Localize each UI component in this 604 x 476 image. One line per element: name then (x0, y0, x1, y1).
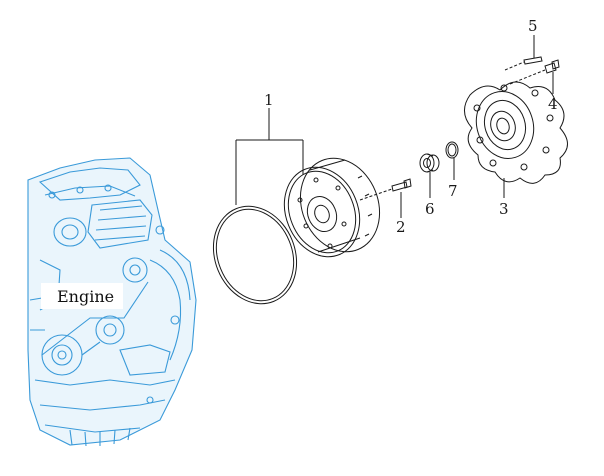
callout-3: 3 (499, 200, 509, 218)
callout-7: 7 (448, 182, 458, 200)
callout-6: 6 (425, 200, 435, 218)
flywheel (283, 157, 381, 258)
seal-ring (212, 205, 298, 305)
pilot-bearing (419, 153, 440, 198)
callout-1-leader (235, 108, 304, 205)
snap-ring (445, 141, 459, 180)
dowel-pin (504, 35, 543, 71)
engine-label-box: Engine (41, 283, 123, 309)
damper-plate (464, 81, 568, 198)
callout-4: 4 (548, 95, 558, 113)
damper-bolt (509, 59, 560, 94)
callout-2: 2 (396, 218, 406, 236)
callout-5: 5 (528, 17, 538, 35)
engine-label: Engine (57, 287, 114, 306)
flywheel-bolt (359, 178, 412, 218)
callout-1: 1 (264, 91, 274, 109)
